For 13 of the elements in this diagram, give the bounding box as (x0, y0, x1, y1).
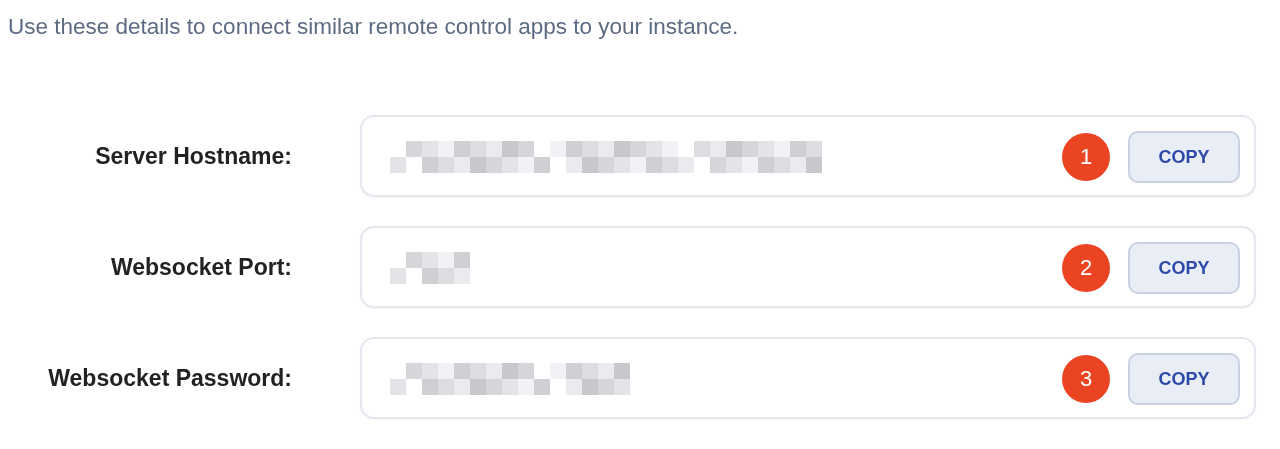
callout-number: 1 (1062, 133, 1110, 181)
description-text: Use these details to connect similar remote control apps to your instance. (8, 13, 740, 41)
copy-button: COPY (1128, 131, 1240, 183)
field-label: Server Hostname: (95, 142, 292, 171)
field-label: Websocket Password: (48, 364, 292, 393)
input-field (360, 226, 1256, 308)
callout-number: 3 (1062, 355, 1110, 403)
copy-button: COPY (1128, 242, 1240, 294)
copy-button: COPY (1128, 353, 1240, 405)
input-field (360, 337, 1256, 419)
field-label: Websocket Port: (110, 253, 292, 282)
input-field (360, 115, 1256, 197)
callout-number: 2 (1062, 244, 1110, 292)
